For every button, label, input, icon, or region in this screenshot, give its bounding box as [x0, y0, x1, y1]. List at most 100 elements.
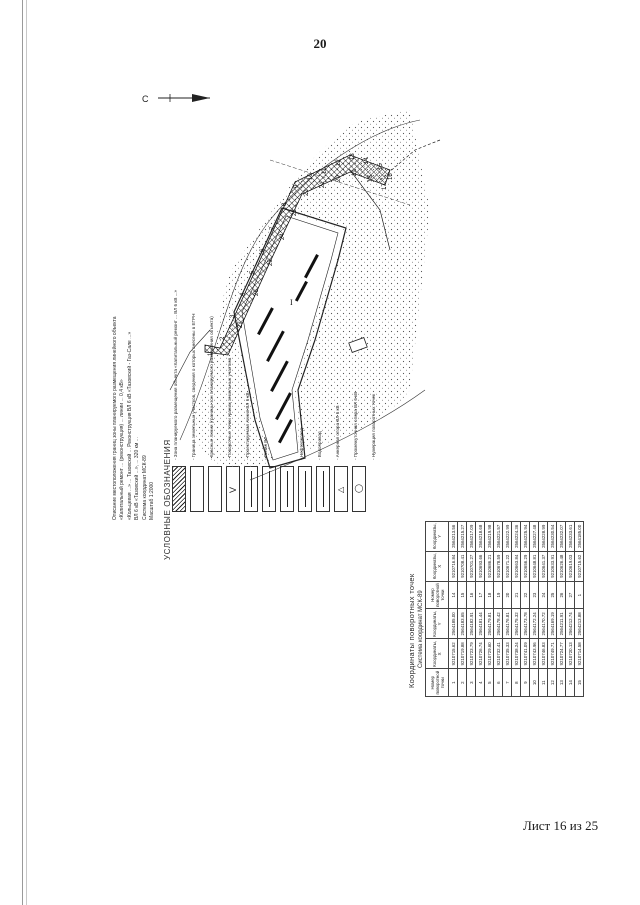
coordinates-cell: 9210619.03: [565, 551, 575, 582]
map-point-label: 10: [308, 173, 314, 180]
coordinates-cell: 1: [574, 581, 584, 609]
pad-outline: [233, 207, 347, 469]
map-point-label: 1: [208, 352, 214, 356]
coordinates-cell: 9210678.59: [493, 551, 503, 582]
planned-zone-cross: [205, 155, 390, 355]
coordinates-header-cell: Координаты, X: [425, 638, 449, 669]
coordinates-cell: 9210663.84: [511, 551, 521, 582]
map-point-label: 14: [364, 157, 370, 164]
legend: - Зона планируемого размещения объекта «…: [172, 290, 376, 513]
coordinates-cell: 2564232.07: [556, 521, 566, 552]
pipe-line: [269, 159, 411, 206]
coordinates-cell: 20: [502, 581, 512, 609]
coordinates-cell: 9210715.62: [448, 638, 458, 669]
coordinates-cell: 2564183.65: [457, 608, 467, 639]
binding-margin-line: [22, 0, 23, 905]
coordinates-cell: 9210720.13: [565, 638, 575, 669]
map-point-label: 13: [350, 153, 356, 160]
land-boundary-2: [249, 389, 426, 481]
road-branch-2: [379, 139, 441, 181]
coordinates-cell: 2564179.81: [484, 608, 494, 639]
coordinates-header-cell: Координаты, Y: [425, 608, 449, 639]
coordinates-cell: 8: [511, 668, 521, 697]
coordinates-cell: 2564228.99: [538, 521, 548, 552]
sheet-label: Лист 16 из 25: [523, 818, 599, 833]
coordinates-cell: 2564185.00: [448, 608, 458, 639]
coordinates-cell: 26: [556, 581, 566, 609]
coordinates-header-cell: Координаты, Y: [425, 521, 449, 552]
well-rows: [257, 254, 319, 444]
coordinates-header-cell: Номер поворотной точки: [425, 581, 449, 609]
coordinates-cell: 9210701.27: [466, 551, 476, 582]
coordinates-cell: 18: [484, 581, 494, 609]
coordinates-cell: 9210729.60: [484, 638, 494, 669]
coordinates-cell: 15: [574, 668, 584, 697]
coordinates-cell: 3: [466, 668, 476, 697]
power-line: [169, 329, 211, 391]
coordinates-cell: 2564221.57: [493, 521, 503, 552]
north-arrow-label: С: [142, 94, 149, 104]
coordinates-cell: 9: [520, 668, 530, 697]
map-point-label: 4: [240, 292, 246, 296]
coordinates-cell: 9210732.41: [493, 638, 503, 669]
map-point-label: 20: [336, 175, 342, 182]
coordinates-cell: 2564175.32: [511, 608, 521, 639]
coordinates-cell: 17: [475, 581, 485, 609]
coordinates-cell: 2564173.78: [520, 608, 530, 639]
coordinates-cell: 9210656.29: [520, 551, 530, 582]
coordinates-cell: 1: [448, 668, 458, 697]
coordinates-cell: 11: [538, 668, 548, 697]
coordinates-cell: 2: [457, 668, 467, 697]
coordinates-cell: 9210716.84: [448, 551, 458, 582]
land-boundary: [179, 119, 421, 441]
coordinates-cell: 12: [547, 668, 557, 697]
coordinates-cell: 9210633.91: [547, 551, 557, 582]
coordinates-cell: 15: [457, 581, 467, 609]
coordinates-cell: 2564222.99: [502, 521, 512, 552]
coordinates-cell: 2564178.42: [493, 608, 503, 639]
map-point-label: 18: [368, 175, 374, 182]
coordinates-cell: 9210686.21: [484, 551, 494, 582]
map-point-label: 7: [270, 226, 276, 230]
coordinates-cell: 2564213.56: [448, 521, 458, 552]
coordinates-cell: 22: [520, 581, 530, 609]
coordinates-cell: 9210708.41: [457, 551, 467, 582]
coordinates-cell: 9210693.66: [475, 551, 485, 582]
coordinates-cell: 9210671.22: [502, 551, 512, 582]
coordinates-cell: 2564213.88: [574, 608, 584, 639]
coordinates-cell: 2564181.44: [475, 608, 485, 639]
map-point-label: 12: [336, 159, 342, 166]
map-point-label: 17: [382, 183, 388, 190]
coordinates-cell: 25: [547, 581, 557, 609]
coordinates-cell: 9210715.62: [574, 551, 584, 582]
coordinates-cell: 2564170.72: [538, 608, 548, 639]
coordinates-cell: 9210648.81: [529, 551, 539, 582]
coordinates-cell: 10: [529, 668, 539, 697]
map-point-label: 26: [254, 289, 260, 296]
coordinates-cell: 27: [565, 581, 575, 609]
coordinates-cell: 4: [475, 668, 485, 697]
map-point-label: 19: [352, 169, 358, 176]
coordinates-cell: 24: [538, 581, 548, 609]
coordinates-cell: 5: [484, 668, 494, 697]
map-point-label: 24: [280, 233, 286, 240]
coordinates-cell: 9210741.09: [520, 638, 530, 669]
header-note-line: Система координат МСК-89: [141, 455, 148, 520]
coordinates-cell: 9210743.96: [529, 638, 539, 669]
coordinates-cell: 9210626.48: [556, 551, 566, 582]
map-point-label: 16: [388, 173, 394, 180]
map-point-label: 27: [238, 321, 244, 328]
road-branch: [349, 169, 391, 251]
coordinates-cell: 7: [502, 668, 512, 697]
page-number: 20: [313, 36, 327, 51]
coordinates-cell: 2564212.74: [565, 608, 575, 639]
